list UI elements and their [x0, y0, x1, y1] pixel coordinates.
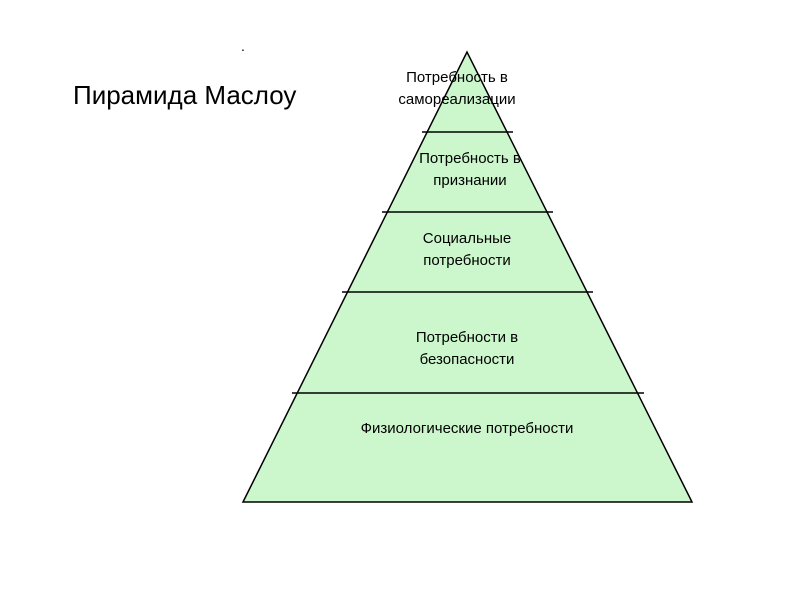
pyramid-shape: [241, 50, 694, 503]
page-title: Пирамида Маслоу: [73, 80, 297, 110]
level-4-label-line-1: Потребности в: [416, 329, 518, 346]
level-3-label-line-1: Социальные: [423, 230, 511, 247]
level-3-label-line-2: потребности: [423, 252, 511, 269]
dot-mark: .: [241, 38, 245, 54]
level-5-label-line-1: Физиологические потребности: [361, 420, 574, 437]
level-2-label-line-1: Потребность в: [419, 150, 521, 167]
level-2-label-line-2: признании: [433, 172, 506, 189]
level-4-label-line-2: безопасности: [420, 351, 515, 368]
level-1-label-line-1: Потребность в: [406, 69, 508, 86]
level-1-label-line-2: самореализации: [398, 91, 515, 108]
